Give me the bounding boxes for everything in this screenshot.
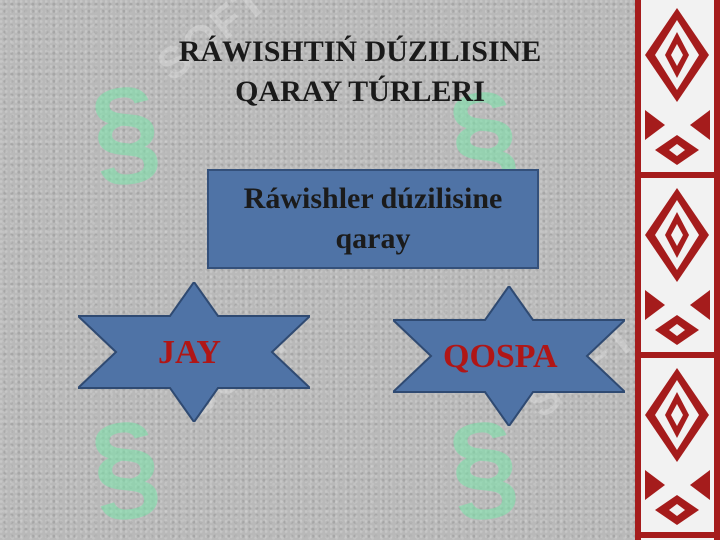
root-node-line-1: Ráwishler dúzilisine — [243, 182, 503, 215]
slide-title: RÁWISHTIŃ DÚZILISINE QARAY TÚRLERI — [100, 32, 620, 112]
branch-label-qospa: QOSPA — [443, 338, 558, 375]
ornament-border-strip — [635, 0, 720, 540]
branch-label-jay: JAY — [158, 334, 221, 371]
title-line-1: RÁWISHTIŃ DÚZILISINE — [178, 35, 542, 68]
root-node-label: Ráwishler dúzilisine qaray — [244, 179, 503, 259]
root-node-line-2: qaray — [335, 222, 411, 255]
star-shape-right — [393, 286, 625, 426]
star-shape-left — [78, 282, 310, 422]
title-line-2: QARAY TÚRLERI — [235, 75, 485, 108]
root-node: Ráwishler dúzilisine qaray — [207, 169, 539, 269]
